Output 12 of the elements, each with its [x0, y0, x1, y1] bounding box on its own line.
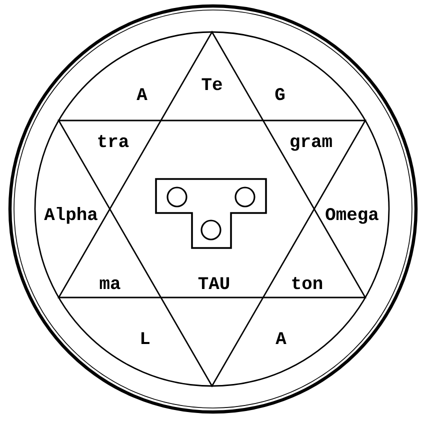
- inscription: A: [276, 332, 286, 344]
- inscription: ton: [292, 277, 322, 290]
- inscription: A: [136, 88, 148, 100]
- inscription: Omega: [326, 208, 378, 224]
- inscription: L: [141, 332, 150, 344]
- inscription: gram: [290, 137, 332, 151]
- inscription: Alpha: [44, 207, 98, 224]
- inscription: tra: [98, 135, 129, 148]
- inscription: Te: [202, 78, 222, 90]
- inscription: ma: [100, 279, 120, 290]
- inscription: G: [275, 88, 284, 100]
- inscription: TAU: [198, 277, 230, 290]
